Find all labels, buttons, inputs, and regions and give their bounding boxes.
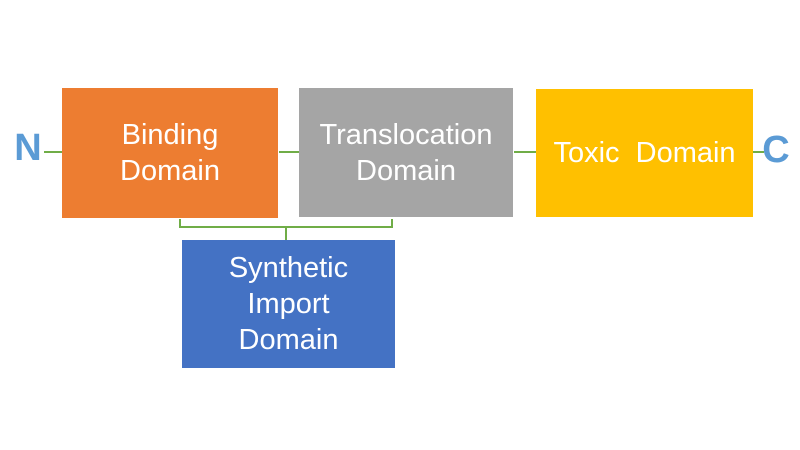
c-terminus-label: C [762, 128, 790, 171]
bracket-right-tick [391, 219, 393, 228]
binding-domain-box: Binding Domain [62, 88, 278, 218]
toxic-domain-box: Toxic Domain [536, 89, 753, 217]
toxic-domain-label: Toxic Domain [553, 137, 736, 169]
connector-translocation-to-toxic [514, 151, 536, 153]
translocation-domain-label: Translocation Domain [319, 118, 493, 187]
translocation-domain-box: Translocation Domain [299, 88, 513, 217]
connector-toxic-to-c [752, 151, 764, 153]
binding-domain-label: Binding Domain [120, 119, 220, 187]
bracket-center-stem [285, 226, 287, 240]
synthetic-import-domain-box: Synthetic Import Domain [182, 240, 395, 368]
n-terminus-label: N [14, 126, 42, 169]
connector-n-to-binding [44, 151, 62, 153]
bracket-left-tick [179, 219, 181, 228]
synthetic-import-domain-label: Synthetic Import Domain [228, 252, 349, 356]
connector-binding-to-translocation [279, 151, 299, 153]
